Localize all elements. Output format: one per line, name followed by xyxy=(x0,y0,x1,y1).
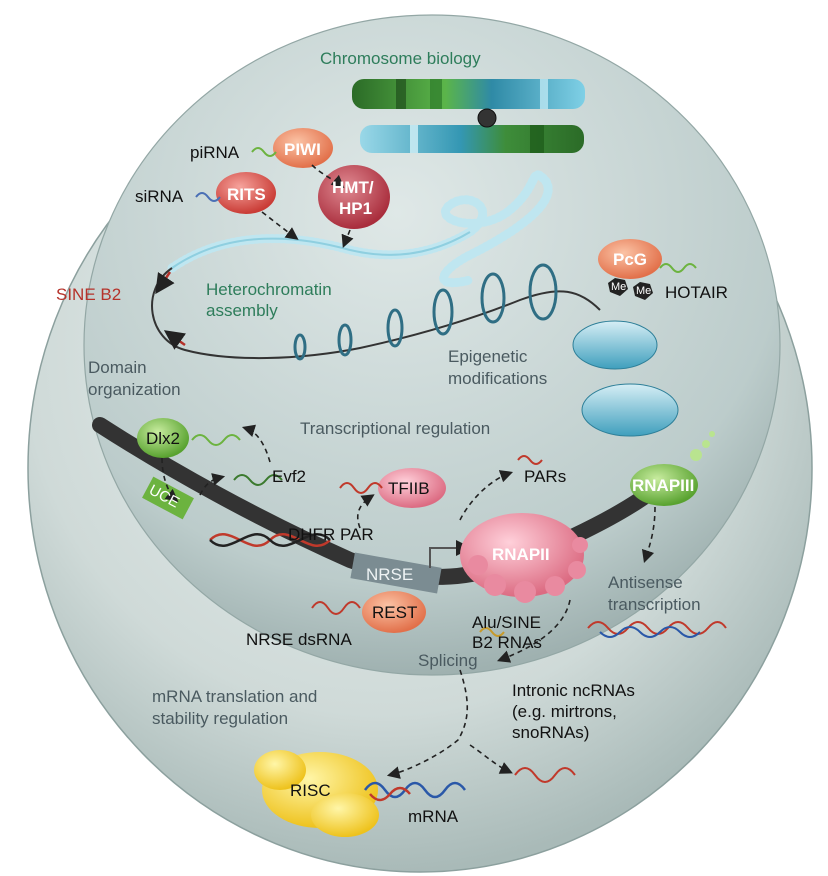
chromosome-icon xyxy=(352,79,585,153)
rnapii-label: RNAPII xyxy=(492,545,550,564)
sine-b2-arrow-top xyxy=(155,271,175,295)
hmt-hp1-node xyxy=(318,165,390,229)
me-label-2: Me xyxy=(636,285,651,297)
risc-label: RISC xyxy=(290,781,331,800)
dlx2-node xyxy=(137,418,189,458)
dlx2-label: Dlx2 xyxy=(146,429,180,448)
linker-dna xyxy=(151,267,601,360)
rits-node xyxy=(216,172,276,214)
nucleosome-loops xyxy=(293,263,558,361)
hotair-label: HOTAIR xyxy=(665,283,728,302)
antisense-rna-icon xyxy=(587,621,727,638)
promoter-bracket xyxy=(429,540,472,568)
tfiib-label: TFIIB xyxy=(388,479,430,498)
rnapii-node xyxy=(460,513,588,603)
antisense-label: Antisense xyxy=(608,573,683,592)
heterochromatin-label-2: assembly xyxy=(206,301,278,320)
mrna-label: mRNA xyxy=(408,807,459,826)
mrna-translation-label: mRNA translation and xyxy=(152,687,317,706)
pcg-node xyxy=(598,239,662,300)
rest-node xyxy=(362,591,426,633)
tfiib-node xyxy=(378,468,446,508)
sirna-label: siRNA xyxy=(135,187,184,206)
alu-sine-label: Alu/SINE xyxy=(472,613,541,632)
splicing-label: Splicing xyxy=(418,651,478,670)
nrse-dsrna-label: NRSE dsRNA xyxy=(246,630,352,649)
rest-label: REST xyxy=(372,603,417,622)
dna-helix xyxy=(209,533,331,547)
me-label-1: Me xyxy=(611,281,626,293)
hmt-label: HMT/ xyxy=(332,178,374,197)
small-rna-squiggles xyxy=(191,147,697,783)
epigenetic-label-2: modifications xyxy=(448,369,547,388)
heterochromatin-label: Heterochromatin xyxy=(206,280,332,299)
nrse-label: NRSE xyxy=(366,565,413,584)
domain-label: Domain xyxy=(88,358,147,377)
intronic-label-2: (e.g. mirtrons, xyxy=(512,702,617,721)
pcg-label: PcG xyxy=(613,250,647,269)
hp1-label: HP1 xyxy=(339,199,372,218)
rits-label: RITS xyxy=(227,185,266,204)
dhfr-par-label: DHFR PAR xyxy=(288,525,374,544)
pirna-label: piRNA xyxy=(190,143,240,162)
mrna-strand xyxy=(363,781,467,802)
antisense-label-2: transcription xyxy=(608,595,701,614)
epigenetic-label: Epigenetic xyxy=(448,347,528,366)
evf2-label: Evf2 xyxy=(272,467,306,486)
rnapiii-node xyxy=(630,431,715,506)
dashed-arrows xyxy=(161,164,656,779)
pars-label: PARs xyxy=(524,467,566,486)
sine-b2-label: SINE B2 xyxy=(56,285,121,304)
mrna-translation-label-2: stability regulation xyxy=(152,709,288,728)
intronic-label-3: snoRNAs) xyxy=(512,723,589,742)
piwi-node xyxy=(273,128,333,168)
transcriptional-regulation-label: Transcriptional regulation xyxy=(300,419,490,438)
piwi-label: PIWI xyxy=(284,140,321,159)
nrse-box xyxy=(350,552,442,594)
nucleosome-cylinders xyxy=(572,320,679,437)
rnapiii-label: RNAPIII xyxy=(632,476,694,495)
b2-rnas-label: B2 RNAs xyxy=(472,633,542,652)
intronic-label: Intronic ncRNAs xyxy=(512,681,635,700)
domain-label-2: organization xyxy=(88,380,181,399)
chromosome-biology-label: Chromosome biology xyxy=(320,49,481,68)
sine-b2-arrow-bottom xyxy=(163,330,187,350)
risc-node xyxy=(254,750,379,837)
